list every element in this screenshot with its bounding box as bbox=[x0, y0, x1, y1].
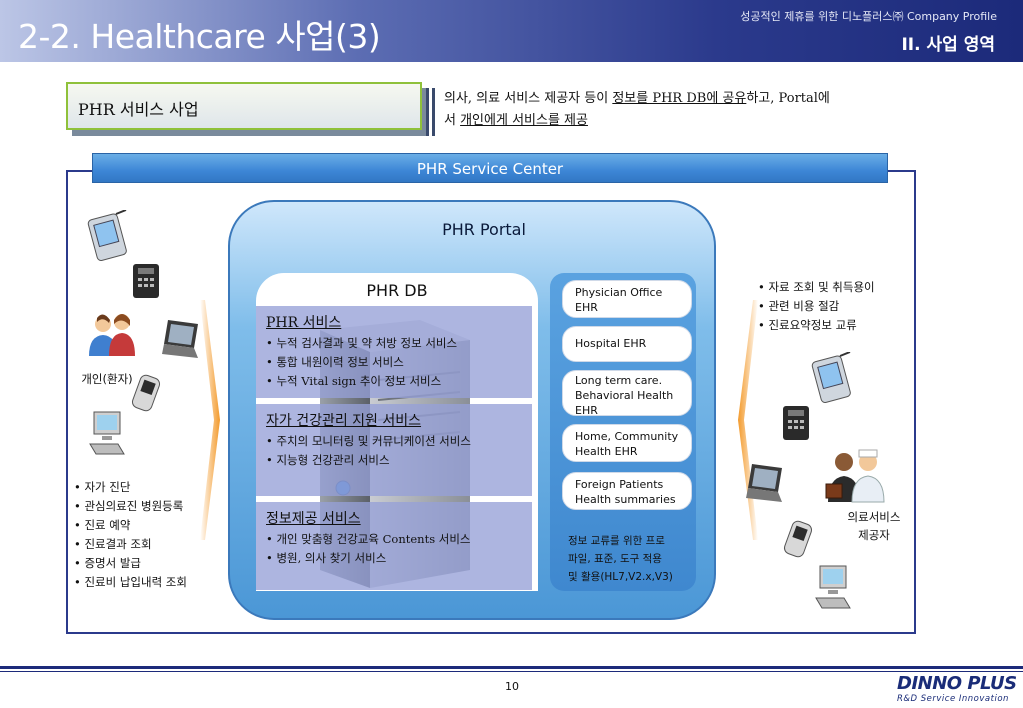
ehr-long-term-care: Long term care. Behavioral Health EHR bbox=[562, 370, 692, 417]
laptop-icon bbox=[746, 464, 782, 502]
list-item: • 진료비 납입내력 조회 bbox=[74, 575, 187, 589]
ehr-line: EHR bbox=[575, 404, 598, 417]
ehr-line: Health summaries bbox=[575, 493, 676, 506]
provider-benefit-list: • 자료 조회 및 취득용이 • 관련 비용 절감 • 진료요약정보 교류 bbox=[758, 278, 875, 335]
section-item: • 통합 내원이력 정보 서비스 bbox=[266, 355, 404, 369]
service-label: PHR 서비스 사업 bbox=[66, 82, 422, 130]
ehr-line: Foreign Patients bbox=[575, 478, 664, 491]
patients-icon bbox=[89, 314, 135, 356]
company-logo: DINNO PLUS bbox=[897, 673, 1017, 694]
ehr-physician-office: Physician Office EHR bbox=[562, 280, 692, 318]
note-line: 파일, 표준, 도구 적용 bbox=[568, 553, 662, 565]
note-line: 및 활용(HL7,V2.x,V3) bbox=[568, 571, 673, 583]
section-item: • 주치의 모니터링 및 커뮤니케이션 서비스 bbox=[266, 434, 471, 448]
chevron-right-icon bbox=[200, 300, 220, 540]
db-section-phr: PHR 서비스 • 누적 검사결과 및 약 처방 정보 서비스 • 통합 내원이… bbox=[256, 306, 532, 398]
list-item: • 관심의료진 병원등록 bbox=[74, 499, 184, 513]
footer-rule bbox=[0, 666, 1023, 669]
section-item: • 누적 검사결과 및 약 처방 정보 서비스 bbox=[266, 336, 458, 350]
page-title: 2-2. Healthcare 사업(3) bbox=[18, 17, 381, 56]
section-item: • 지능형 건강관리 서비스 bbox=[266, 453, 390, 467]
desc-underline-1: 정보를 PHR DB에 공유 bbox=[612, 91, 747, 106]
desktop-computer-icon bbox=[89, 411, 125, 455]
ehr-line: Long term care. bbox=[575, 374, 663, 387]
desc-underline-2: 개인에게 서비스를 제공 bbox=[460, 113, 588, 128]
phone-icon bbox=[783, 406, 809, 440]
section-title: II. 사업 영역 bbox=[901, 35, 995, 55]
list-item: • 진료 예약 bbox=[74, 518, 131, 532]
ehr-home-community: Home, Community Health EHR bbox=[562, 424, 692, 462]
ehr-line: Behavioral Health bbox=[575, 389, 674, 402]
mobile-phone-icon bbox=[131, 374, 161, 412]
pda-icon bbox=[87, 210, 127, 261]
ehr-foreign-patients: Foreign Patients Health summaries bbox=[562, 472, 692, 510]
section-item: • 누적 Vital sign 추이 정보 서비스 bbox=[266, 374, 442, 388]
provider-label-line: 의료서비스 bbox=[847, 510, 901, 524]
company-subtitle: 성공적인 제휴를 위한 디노플러스㈜ Company Profile bbox=[740, 10, 997, 23]
list-item: • 진료요약정보 교류 bbox=[758, 318, 857, 332]
description: 의사, 의료 서비스 제공자 등이 정보를 PHR DB에 공유하고, Port… bbox=[444, 88, 944, 132]
list-item: • 자료 조회 및 취득용이 bbox=[758, 280, 875, 294]
db-section-selfcare: 자가 건강관리 지원 서비스 • 주치의 모니터링 및 커뮤니케이션 서비스 •… bbox=[256, 404, 532, 496]
phone-icon bbox=[133, 264, 159, 298]
section-item: • 병원, 의사 찾기 서비스 bbox=[266, 551, 387, 565]
desc-text-3: 서 bbox=[444, 113, 461, 128]
ehr-line: EHR bbox=[575, 301, 598, 314]
company-logo-tagline: R&D Service Innovation bbox=[897, 694, 1009, 704]
ehr-note: 정보 교류를 위한 프로 파일, 표준, 도구 적용 및 활용(HL7,V2.x… bbox=[568, 532, 692, 586]
service-center-banner: PHR Service Center bbox=[92, 153, 888, 183]
person-label-patient: 개인(환자) bbox=[81, 372, 133, 386]
ehr-line: Hospital EHR bbox=[575, 337, 647, 350]
db-title: PHR DB bbox=[366, 281, 428, 300]
page-number: 10 bbox=[505, 680, 519, 693]
section-title-selfcare: 자가 건강관리 지원 서비스 bbox=[266, 413, 422, 429]
ehr-hospital: Hospital EHR bbox=[562, 326, 692, 362]
list-item: • 진료결과 조회 bbox=[74, 537, 152, 551]
laptop-icon bbox=[162, 320, 198, 358]
note-line: 정보 교류를 위한 프로 bbox=[568, 535, 665, 547]
desc-text-2: 하고, Portal에 bbox=[746, 91, 830, 106]
desc-text-1: 의사, 의료 서비스 제공자 등이 bbox=[444, 91, 613, 106]
footer-rule-thin bbox=[0, 671, 1023, 672]
ehr-line: Health EHR bbox=[575, 445, 638, 458]
list-item: • 증명서 발급 bbox=[74, 556, 141, 570]
provider-label-line: 제공자 bbox=[858, 528, 890, 542]
list-item: • 자가 진단 bbox=[74, 480, 131, 494]
ehr-line: Physician Office bbox=[575, 286, 663, 299]
patient-feature-list: • 자가 진단 • 관심의료진 병원등록 • 진료 예약 • 진료결과 조회 •… bbox=[74, 478, 187, 592]
list-item: • 관련 비용 절감 bbox=[758, 299, 840, 313]
section-item: • 개인 맞춤형 건강교육 Contents 서비스 bbox=[266, 532, 471, 546]
person-label-provider: 의료서비스 제공자 bbox=[834, 508, 914, 544]
db-section-info: 정보제공 서비스 • 개인 맞춤형 건강교육 Contents 서비스 • 병원… bbox=[256, 502, 532, 590]
section-title-phr: PHR 서비스 bbox=[266, 315, 342, 331]
ehr-line: Home, Community bbox=[575, 430, 679, 443]
label-accent-lines bbox=[426, 88, 436, 136]
mobile-phone-icon bbox=[783, 520, 813, 558]
section-title-info: 정보제공 서비스 bbox=[266, 511, 361, 527]
desktop-computer-icon bbox=[815, 565, 851, 609]
doctors-icon bbox=[825, 449, 885, 503]
portal-title: PHR Portal bbox=[442, 220, 526, 239]
header-bar: 2-2. Healthcare 사업(3) 성공적인 제휴를 위한 디노플러스㈜… bbox=[0, 0, 1023, 62]
pda-icon bbox=[811, 352, 851, 403]
